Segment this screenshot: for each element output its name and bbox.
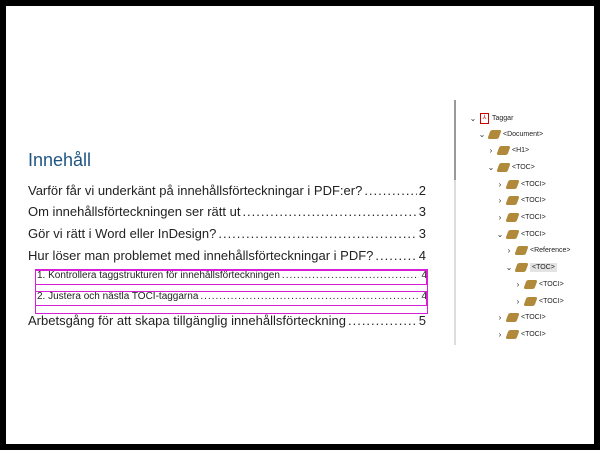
- tag-icon: [505, 196, 520, 206]
- tag-icon: [505, 313, 520, 323]
- tree-root-taggar[interactable]: ⌄ ⅄ Taggar: [468, 110, 513, 126]
- dot-leader: [375, 248, 416, 263]
- tag-icon: [523, 296, 538, 306]
- toc-entry-page: 4: [421, 270, 427, 281]
- tree-label: <TOCI>: [521, 314, 546, 322]
- tag-icon: [505, 229, 520, 239]
- tree-label: <TOCI>: [521, 330, 546, 338]
- tree-node[interactable]: › <TOCI>: [495, 310, 546, 326]
- toc-entry-page: 4: [418, 248, 426, 263]
- tag-icon: [514, 263, 529, 273]
- chevron-right-icon[interactable]: ›: [498, 196, 502, 206]
- toc-entry[interactable]: Arbetsgång för att skapa tillgänglig inn…: [28, 313, 426, 328]
- chevron-right-icon[interactable]: ›: [498, 213, 502, 222]
- highlight-box: [35, 291, 427, 306]
- tree-node[interactable]: › <TOCI>: [495, 193, 546, 209]
- tree-label: <TOC>: [530, 263, 557, 273]
- tree-node[interactable]: ⌄ <TOC>: [504, 260, 557, 276]
- tree-node[interactable]: ⌄ <TOCI>: [495, 226, 546, 242]
- toc-entry-text: Arbetsgång för att skapa tillgänglig inn…: [28, 313, 346, 328]
- toc-entry-page: 4: [421, 291, 427, 302]
- toc-entry-text: Gör vi rätt i Word eller InDesign?: [28, 226, 217, 241]
- tree-label: <TOCI>: [521, 197, 546, 205]
- tree-node[interactable]: ⌄ <TOC>: [486, 159, 535, 175]
- toc-entry-text: Om innehållsförteckningen ser rätt ut: [28, 204, 241, 219]
- chevron-right-icon[interactable]: ›: [498, 329, 502, 339]
- document-page: [6, 6, 594, 444]
- chevron-down-icon[interactable]: ⌄: [487, 162, 495, 172]
- tree-node[interactable]: › <Reference>: [504, 243, 570, 259]
- chevron-down-icon[interactable]: ⌄: [505, 263, 513, 273]
- chevron-right-icon[interactable]: ›: [507, 246, 511, 256]
- chevron-right-icon[interactable]: ›: [516, 279, 520, 289]
- chevron-right-icon[interactable]: ›: [498, 179, 502, 189]
- tree-node[interactable]: › <H1>: [486, 143, 529, 159]
- tree-node[interactable]: › <TOCI>: [513, 276, 564, 292]
- chevron-down-icon[interactable]: ⌄: [478, 129, 486, 139]
- chevron-right-icon[interactable]: ›: [498, 313, 502, 323]
- toc-entry[interactable]: Gör vi rätt i Word eller InDesign? 3: [28, 226, 426, 241]
- toc-entry-page: 5: [418, 313, 426, 328]
- tree-label: <TOCI>: [539, 280, 564, 288]
- toc-title: Innehåll: [28, 150, 92, 170]
- tree-node[interactable]: ⌄ <Document>: [477, 126, 543, 142]
- tag-icon: [496, 146, 511, 156]
- tree-node[interactable]: › <TOCI>: [513, 293, 564, 309]
- tree-label: <TOCI>: [521, 180, 546, 188]
- tag-icon: [487, 129, 502, 139]
- tag-icon: [523, 279, 538, 289]
- tree-label: <TOC>: [512, 163, 535, 171]
- toc-entry[interactable]: Hur löser man problemet med innehållsför…: [28, 248, 426, 263]
- chevron-right-icon[interactable]: ›: [516, 296, 520, 306]
- toc-entry-text: Varför får vi underkänt på innehållsfört…: [28, 183, 363, 198]
- highlight-box: [35, 270, 427, 285]
- tree-label: <H1>: [512, 147, 530, 155]
- toc-entry[interactable]: Varför får vi underkänt på innehållsfört…: [28, 183, 426, 198]
- tag-icon: [505, 329, 520, 339]
- tag-icon: [505, 179, 520, 189]
- chevron-down-icon[interactable]: ⌄: [496, 229, 504, 239]
- tree-label: <TOCI>: [521, 230, 546, 238]
- tree-label: <TOCI>: [521, 214, 546, 221]
- toc-entry[interactable]: Om innehållsförteckningen ser rätt ut 3: [28, 204, 426, 219]
- dot-leader: [348, 313, 417, 328]
- toc-entry[interactable]: 2. Justera och nästla TOCI-taggarna 4: [37, 291, 427, 302]
- toc-entry-page: 2: [418, 183, 426, 198]
- toc-entry-page: 3: [418, 204, 426, 219]
- dot-leader: [218, 226, 416, 241]
- tree-node[interactable]: › <TOCI>: [495, 326, 546, 342]
- dot-leader: [364, 183, 416, 198]
- tree-label: <Reference>: [530, 247, 571, 255]
- dot-leader: [242, 204, 416, 219]
- tree-label: Taggar: [492, 114, 514, 122]
- toc-entry-page: 3: [418, 226, 426, 241]
- tag-icon: [496, 162, 511, 172]
- chevron-right-icon[interactable]: ›: [489, 146, 493, 156]
- chevron-down-icon[interactable]: ⌄: [469, 113, 477, 123]
- tree-label: <Document>: [503, 130, 544, 138]
- tree-label: <TOCI>: [539, 297, 564, 305]
- tree-node[interactable]: › <TOCI>: [495, 176, 546, 192]
- toc-entry-text: 1. Kontrollera taggstrukturen för innehå…: [37, 270, 280, 281]
- tree-node[interactable]: › <TOCI>: [495, 210, 546, 226]
- scrollbar-thumb[interactable]: [454, 100, 456, 180]
- tag-icon: [514, 246, 529, 256]
- pdf-icon: ⅄: [480, 112, 489, 124]
- toc-entry-text: Hur löser man problemet med innehållsför…: [28, 248, 374, 263]
- toc-entry-text: 2. Justera och nästla TOCI-taggarna: [37, 291, 199, 302]
- tag-icon: [505, 213, 520, 222]
- toc-entry[interactable]: 1. Kontrollera taggstrukturen för innehå…: [37, 270, 427, 281]
- tags-scrollbar[interactable]: [454, 100, 456, 345]
